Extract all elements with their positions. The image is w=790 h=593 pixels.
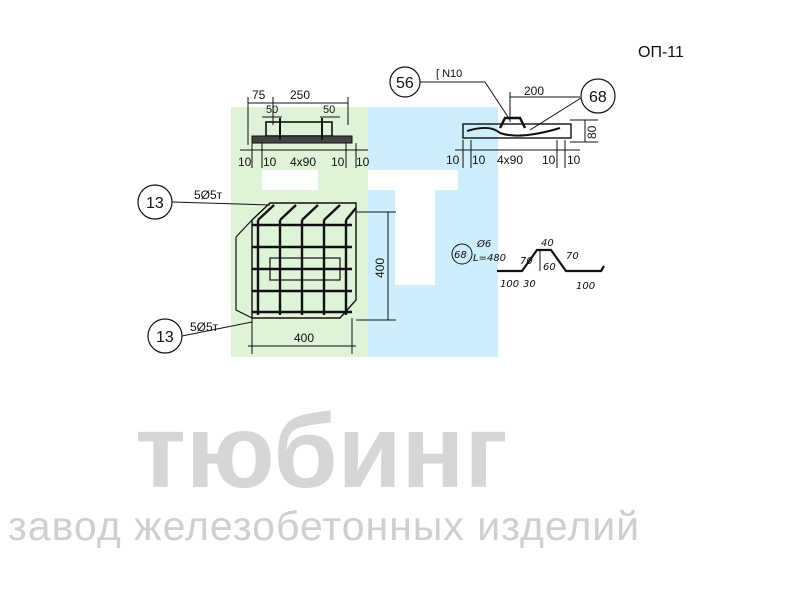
left-elevation: 75 250 50 50 10 10 4x90 10 10 bbox=[238, 88, 370, 169]
dim-10b: 10 bbox=[263, 155, 277, 169]
plate-outline bbox=[269, 257, 341, 281]
callout-13-top-label: 13 bbox=[146, 195, 164, 212]
base-bars bbox=[251, 135, 353, 144]
watermark-tagline: завод железобетонных изделий bbox=[8, 503, 640, 549]
watermark-brand: тюбинг bbox=[135, 394, 508, 510]
plan-view: 13 5Ø5т 13 5Ø5т bbox=[137, 184, 396, 354]
bar-sketch bbox=[466, 127, 561, 137]
dim-30: 30 bbox=[523, 279, 536, 290]
right-elevation: 56 [ N10 68 200 80 10 10 4x90 10 10 bbox=[389, 66, 616, 168]
bent-bar bbox=[497, 248, 605, 273]
leader bbox=[171, 201, 271, 206]
dim-40: 40 bbox=[541, 238, 554, 249]
logo-cut-1 bbox=[368, 170, 458, 190]
bars-label-top: 5Ø5т bbox=[194, 188, 223, 202]
dim-60: 60 bbox=[543, 262, 556, 273]
dim-10d: 10 bbox=[567, 153, 581, 167]
dim-100b: 100 bbox=[576, 281, 595, 292]
callout-68-detail-label: 68 bbox=[454, 250, 467, 261]
bar-detail: 68 Ø6 L=480 40 70 70 60 100 30 100 bbox=[451, 238, 605, 292]
dim-10b: 10 bbox=[472, 153, 486, 167]
logo-cut-3 bbox=[262, 170, 318, 190]
dim-100a: 100 bbox=[500, 279, 519, 290]
dim-400-v: 400 bbox=[373, 258, 387, 278]
callout-56-label: 56 bbox=[396, 75, 414, 92]
cage-side bbox=[235, 219, 253, 319]
drawing-code: ОП-11 bbox=[638, 44, 684, 61]
callout-13-bottom-label: 13 bbox=[156, 329, 174, 346]
dim-10a: 10 bbox=[446, 153, 460, 167]
leader bbox=[181, 321, 253, 337]
dim-4x90: 4x90 bbox=[497, 153, 523, 167]
channel-profile bbox=[498, 116, 527, 129]
leader bbox=[529, 97, 582, 131]
horizontal-bars bbox=[252, 223, 352, 314]
callout-68-detail bbox=[451, 243, 473, 265]
dim-10d: 10 bbox=[356, 155, 370, 169]
dim-400-h: 400 bbox=[294, 331, 314, 345]
dim-250: 250 bbox=[290, 88, 310, 102]
dim-70b: 70 bbox=[566, 251, 579, 262]
dim-70a: 70 bbox=[520, 256, 533, 267]
dim-75: 75 bbox=[252, 88, 266, 102]
dim-10a: 10 bbox=[238, 155, 252, 169]
logo-cut-2 bbox=[395, 190, 435, 285]
dim-10c: 10 bbox=[331, 155, 345, 169]
dim-50b: 50 bbox=[323, 104, 335, 116]
dim-50a: 50 bbox=[266, 104, 278, 116]
dim-200: 200 bbox=[524, 84, 544, 98]
plate-body bbox=[462, 123, 572, 139]
dim-4x90: 4x90 bbox=[290, 155, 316, 169]
rebar-dia: Ø6 bbox=[476, 238, 491, 250]
channel-label: [ N10 bbox=[436, 68, 462, 80]
callout-68 bbox=[580, 78, 616, 114]
rebar-length: L=480 bbox=[473, 253, 506, 264]
vertical-bars bbox=[256, 204, 357, 315]
dim-10c: 10 bbox=[542, 153, 556, 167]
leader bbox=[484, 81, 511, 121]
bars-label-bottom: 5Ø5т bbox=[190, 320, 219, 334]
callout-68-label: 68 bbox=[589, 89, 607, 106]
dim-80: 80 bbox=[585, 125, 599, 139]
